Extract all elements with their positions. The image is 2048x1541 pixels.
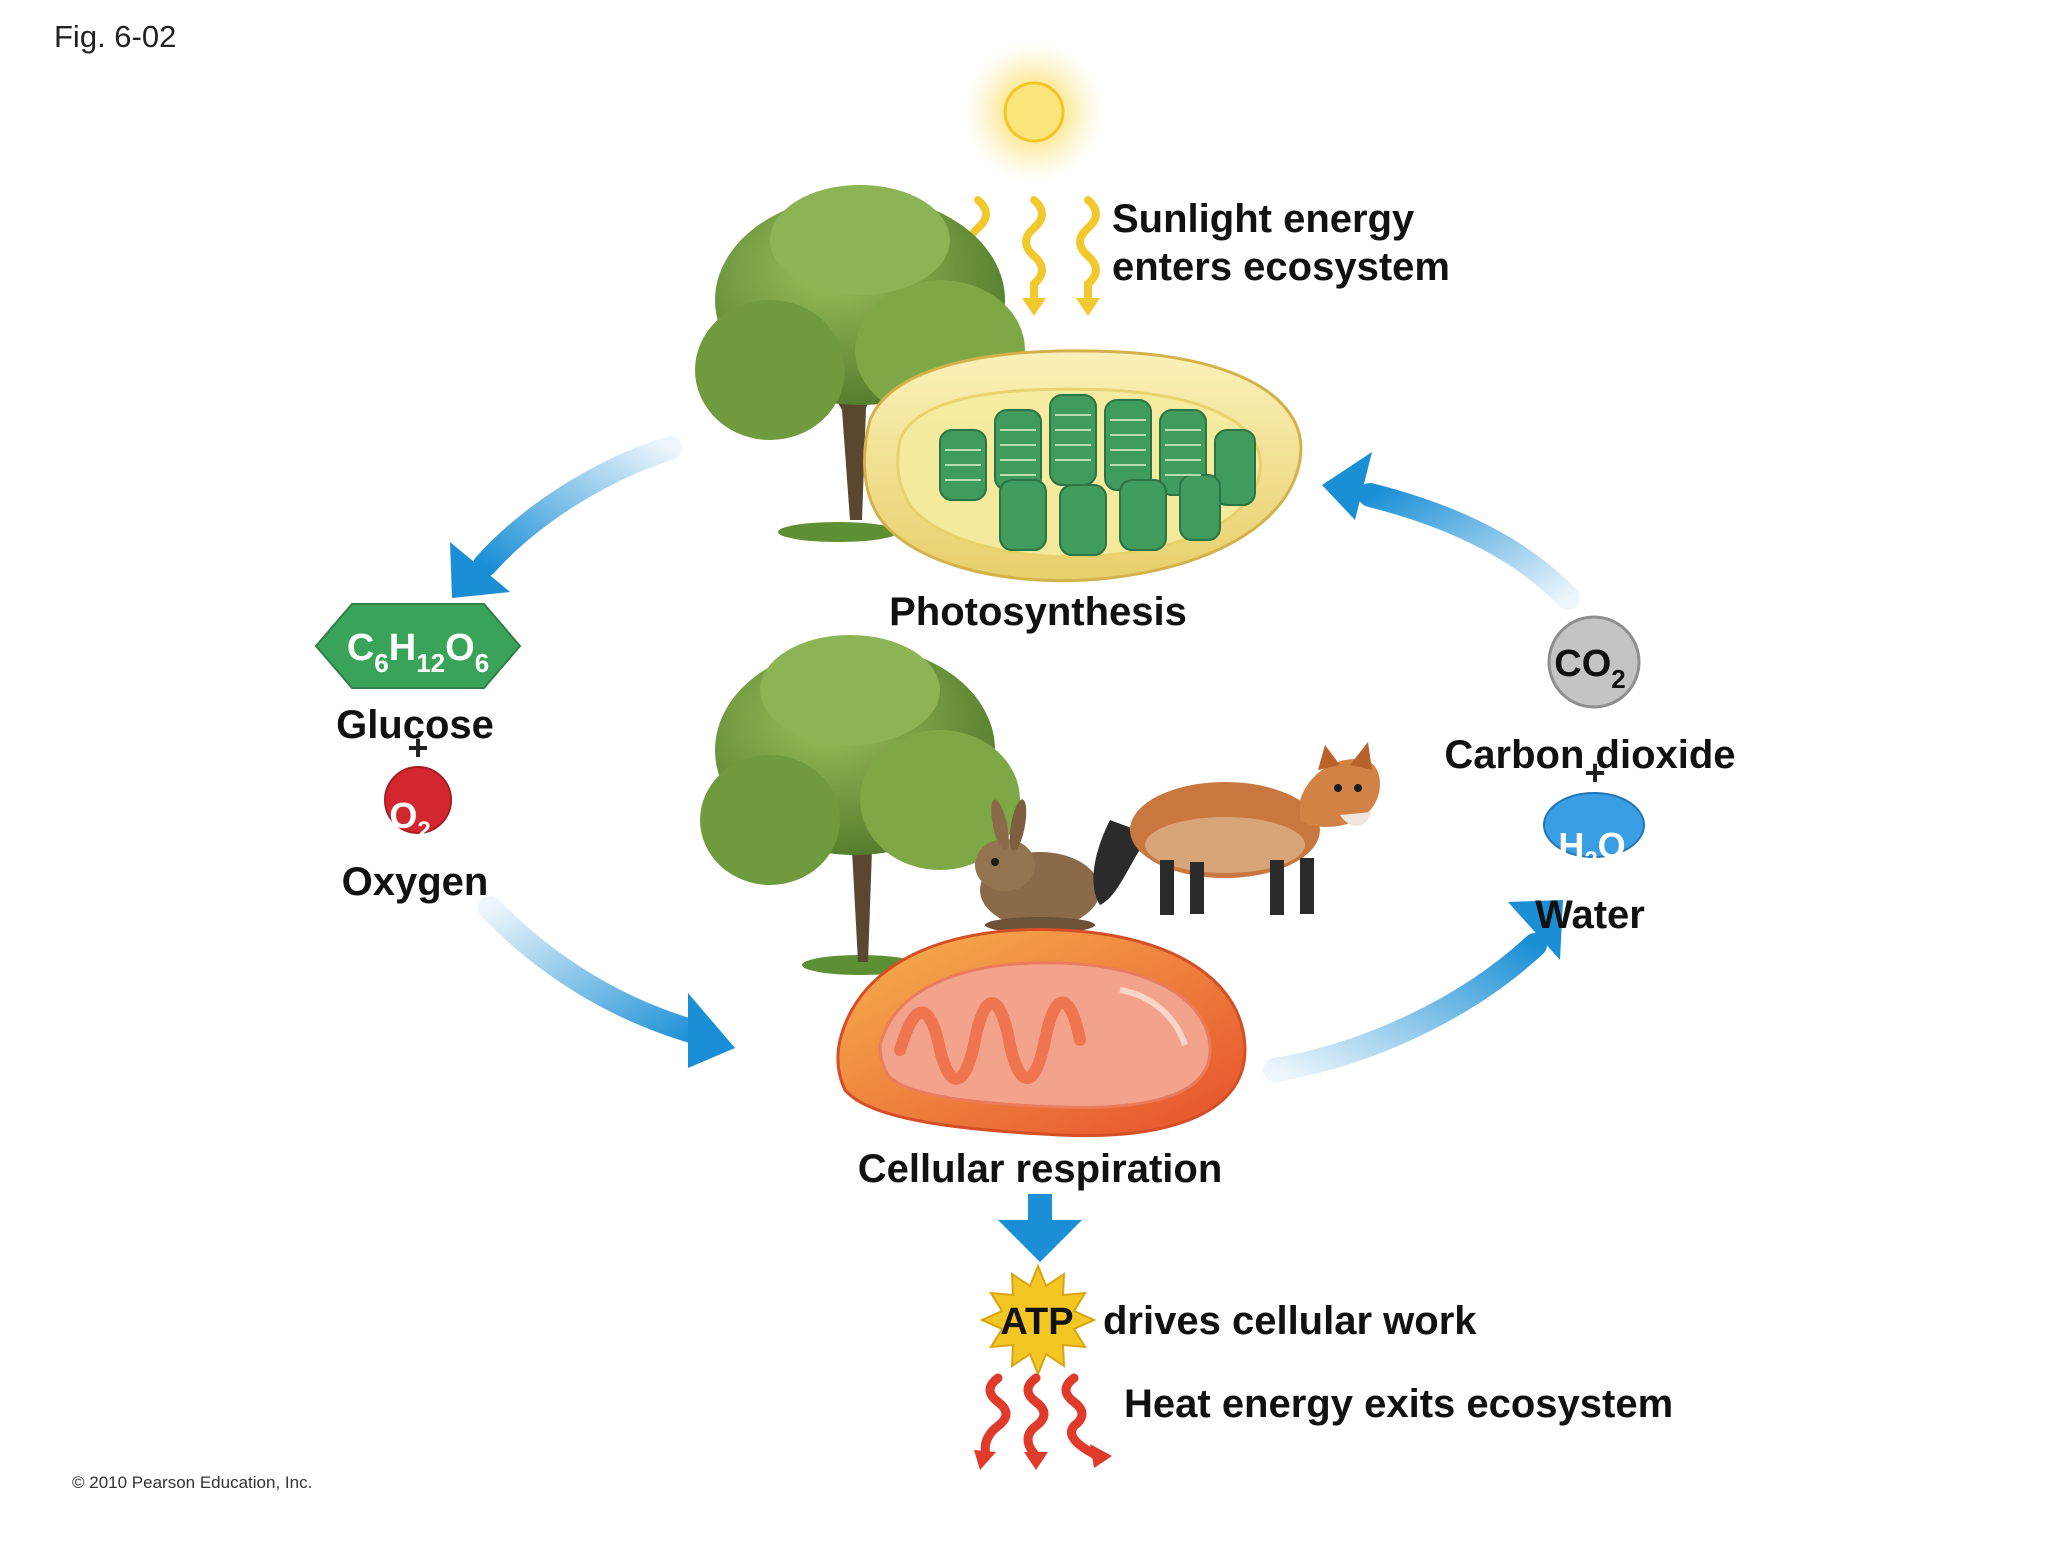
co2-subscript: 2 — [1611, 664, 1625, 694]
atp-caption: drives cellular work — [1103, 1299, 1477, 1343]
figure-label: Fig. 6-02 — [54, 19, 176, 54]
svg-text:H2O: H2O — [1558, 825, 1625, 874]
co2-molecule-icon: CO2 — [1547, 615, 1641, 709]
photosynthesis-label: Photosynthesis — [889, 590, 1187, 634]
glucose-formula-o: O — [445, 627, 475, 669]
co2-symbol: CO — [1554, 643, 1611, 685]
arrow-photosynthesis-to-glucose — [450, 436, 682, 598]
plus-left: + — [407, 727, 428, 768]
arrow-oxygen-to-respiration — [478, 896, 735, 1068]
atp-burst-icon: ATP — [979, 1263, 1097, 1377]
water-molecule-icon: H2O — [1543, 792, 1645, 874]
heat-label: Heat energy exits ecosystem — [1124, 1382, 1673, 1426]
sunlight-label-line2: enters ecosystem — [1112, 245, 1450, 289]
arrow-co2-to-photosynthesis — [1322, 452, 1580, 610]
oxygen-label: Oxygen — [342, 860, 489, 904]
mitochondrion-icon — [836, 928, 1247, 1138]
water-symbol-o: O — [1598, 825, 1626, 866]
heat-waves-icon — [980, 1373, 1099, 1461]
water-symbol-h: H — [1558, 825, 1584, 866]
fox-icon — [1093, 742, 1380, 915]
glucose-molecule-icon: C6H12O6 — [314, 603, 522, 689]
chloroplast-icon — [863, 349, 1303, 583]
plus-right: + — [1584, 752, 1605, 793]
glucose-label: Glucose — [336, 703, 494, 747]
glucose-formula-c: C — [347, 627, 374, 669]
oxygen-molecule-icon: O2 — [384, 766, 452, 844]
glucose-formula-h-sub: 12 — [416, 648, 445, 678]
rabbit-icon — [975, 799, 1100, 933]
heat-arrowheads-icon — [974, 1444, 1112, 1470]
water-label: Water — [1535, 893, 1645, 937]
sunlight-label-line1: Sunlight energy — [1112, 197, 1415, 241]
atp-symbol: ATP — [1000, 1301, 1073, 1343]
tree-bottom-icon — [700, 635, 1020, 975]
carbon-dioxide-label: Carbon dioxide — [1444, 733, 1735, 777]
svg-text:O2: O2 — [389, 795, 430, 844]
oxygen-symbol: O — [389, 795, 417, 836]
svg-text:C6H12O6: C6H12O6 — [347, 627, 489, 678]
sun-icon — [962, 40, 1106, 184]
arrow-respiration-to-atp — [998, 1194, 1082, 1262]
glucose-formula-c-sub: 6 — [374, 648, 388, 678]
arrow-respiration-to-water — [1263, 900, 1563, 1082]
glucose-formula-o-sub: 6 — [475, 648, 489, 678]
glucose-formula-h: H — [389, 627, 416, 669]
copyright: © 2010 Pearson Education, Inc. — [72, 1473, 312, 1492]
water-symbol-sub: 2 — [1584, 847, 1597, 874]
svg-text:CO2: CO2 — [1554, 643, 1625, 694]
oxygen-subscript: 2 — [417, 817, 430, 844]
respiration-label: Cellular respiration — [858, 1147, 1223, 1191]
